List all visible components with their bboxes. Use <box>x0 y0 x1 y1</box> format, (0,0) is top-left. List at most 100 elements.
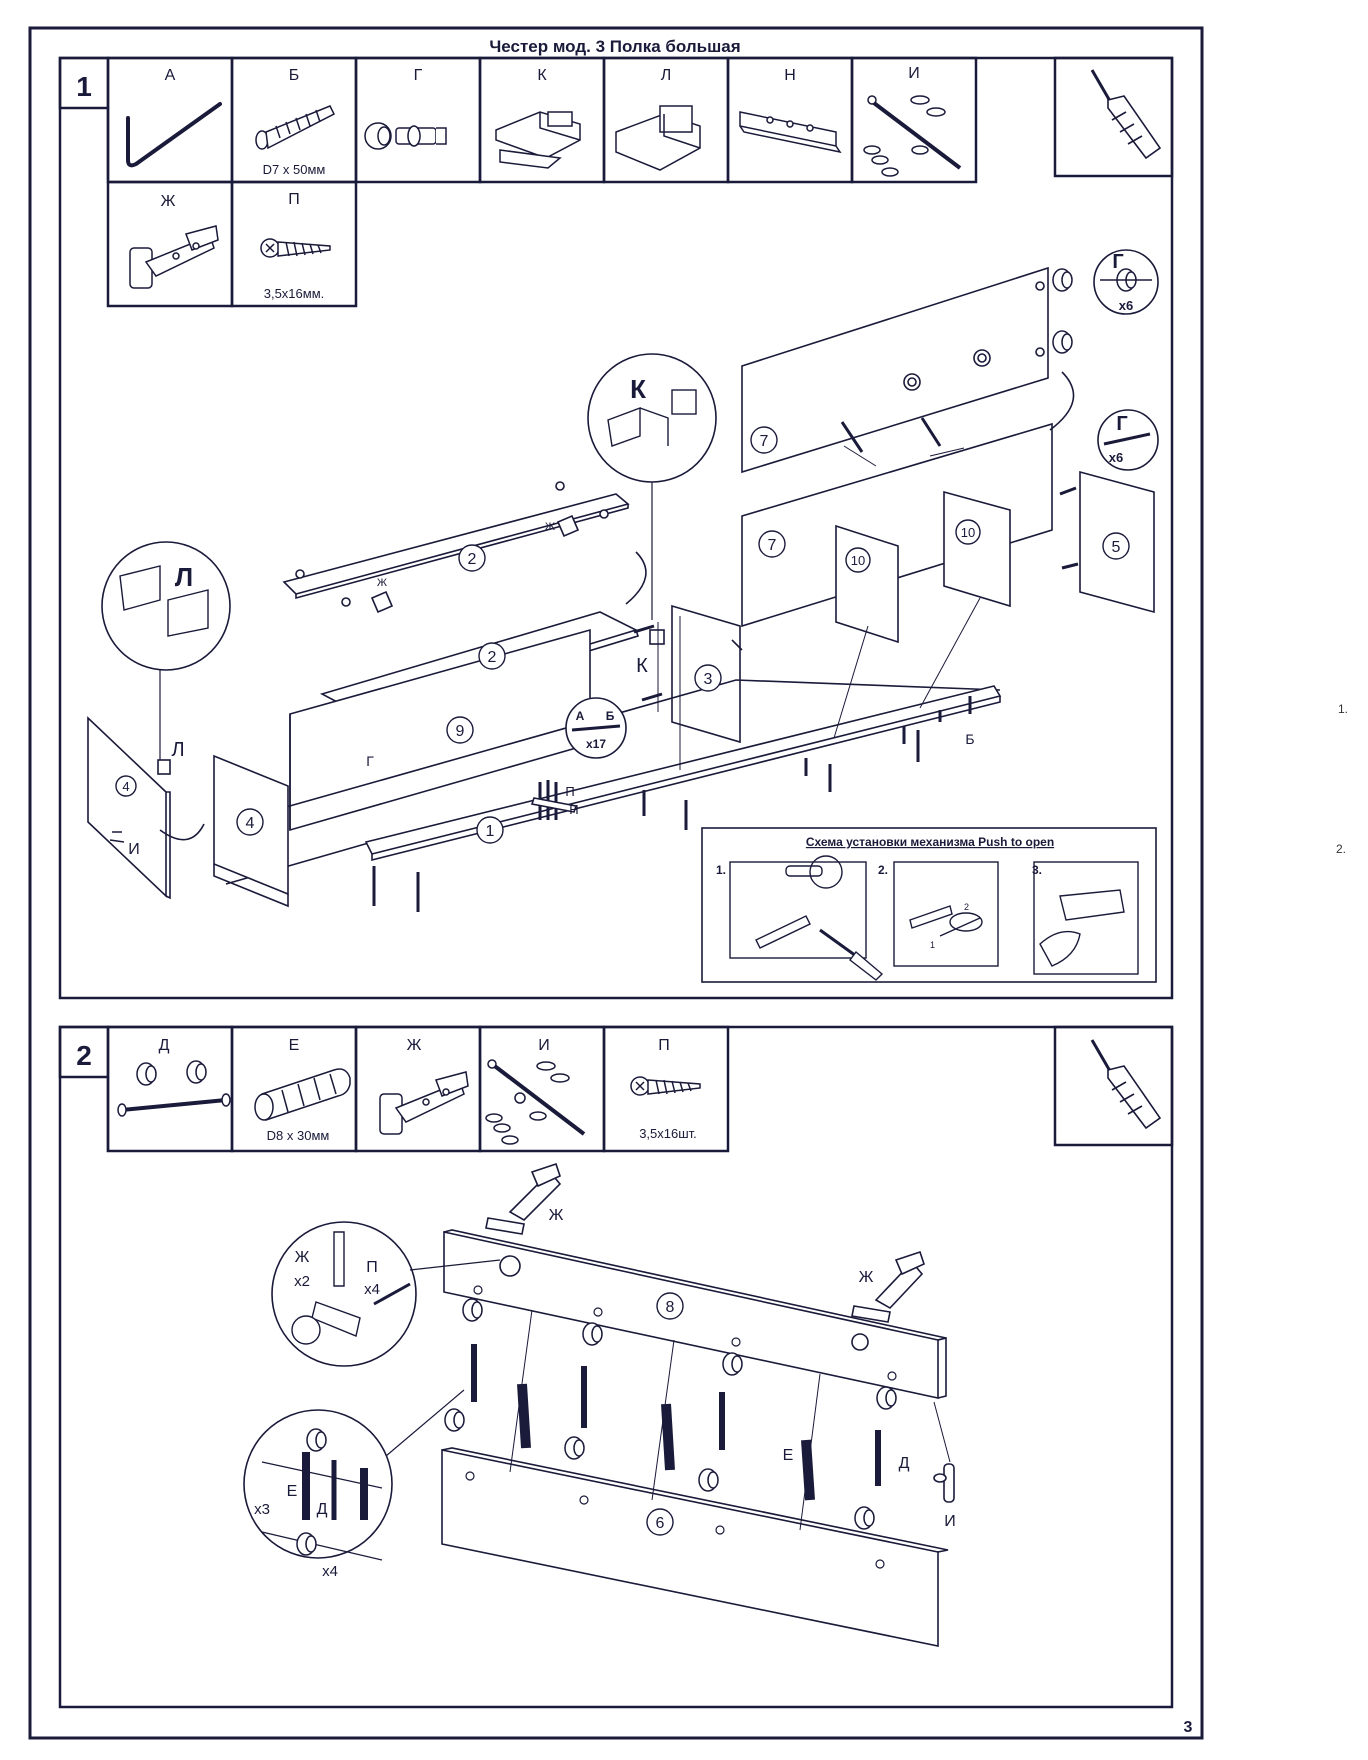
label-zh-right: Ж <box>859 1269 874 1286</box>
svg-text:x4: x4 <box>364 1281 380 1298</box>
svg-text:Г: Г <box>1116 413 1127 435</box>
push-step-1-drawing <box>755 855 884 981</box>
step1-number: 1 <box>76 71 92 102</box>
label-g-small: Г <box>366 753 374 769</box>
push-step-1: 1. <box>716 863 726 877</box>
step2-number: 2 <box>76 1040 92 1071</box>
push-to-open-icon <box>863 95 962 177</box>
svg-text:7: 7 <box>760 433 769 450</box>
label-i: И <box>944 1513 956 1530</box>
label-l-small: Л <box>171 739 184 761</box>
label-b-small: Б <box>965 731 974 747</box>
svg-text:К: К <box>630 374 646 404</box>
panel-number-8: 8 <box>656 1292 684 1320</box>
svg-text:x17: x17 <box>586 737 606 751</box>
wood-screw-icon <box>260 238 331 258</box>
part-e-caption: D8 x 30мм <box>267 1128 330 1143</box>
push-step-3-drawing <box>1039 889 1125 967</box>
part-l-letter: Л <box>661 67 672 84</box>
svg-text:Г: Г <box>1112 251 1123 273</box>
label-i-small: И <box>128 841 140 858</box>
svg-text:9: 9 <box>456 723 465 740</box>
push-to-open-icon <box>485 1059 586 1145</box>
step2-drawing <box>441 1162 955 1647</box>
panel-number-5: 5 <box>1102 532 1130 560</box>
part-i-letter: И <box>908 65 920 82</box>
panel-number-10-right: 10 <box>955 519 981 545</box>
page-frame <box>28 26 1204 1740</box>
part-zh-letter: Ж <box>161 193 176 210</box>
plate-icon <box>739 111 842 154</box>
label-zh-left: Ж <box>549 1207 564 1224</box>
svg-text:1: 1 <box>486 823 495 840</box>
svg-text:Д: Д <box>317 1501 328 1518</box>
svg-text:1: 1 <box>930 940 935 950</box>
panel-10-left <box>835 524 899 644</box>
step2-frame <box>58 1025 1174 1709</box>
panel-number-7-middle: 7 <box>758 530 786 558</box>
push-step-2: 2. <box>878 863 888 877</box>
panel-number-1: 1 <box>476 816 504 844</box>
callout-k: К <box>587 353 717 620</box>
svg-text:10: 10 <box>961 525 975 540</box>
side-note-2: 2. <box>1336 842 1347 856</box>
allen-key-icon <box>126 102 222 168</box>
panel-6 <box>441 1449 939 1647</box>
panel-7-top <box>741 266 1049 474</box>
svg-text:2: 2 <box>488 649 497 666</box>
svg-text:x4: x4 <box>322 1563 338 1580</box>
hinge-icon <box>379 1071 469 1135</box>
part-zh2-letter: Ж <box>407 1037 422 1054</box>
part-p-caption: 3,5х16мм. <box>264 286 325 301</box>
callout-cam: Е Д x3 x4 <box>243 1389 465 1580</box>
part-e-letter: Е <box>289 1037 300 1054</box>
panel-number-7-top: 7 <box>750 426 778 454</box>
step1-drawing <box>87 266 1155 912</box>
push-to-open-title: Схема установки механизма Push to open <box>806 835 1054 849</box>
step1-tool-box <box>1053 56 1174 178</box>
label-p-small: П <box>565 784 574 799</box>
dowel-icon <box>254 1068 351 1121</box>
cam-lock-icon <box>364 122 447 150</box>
callout-g-top: Г x6 <box>1093 249 1159 315</box>
panel-7-middle <box>741 422 1053 628</box>
svg-text:4: 4 <box>246 815 255 832</box>
panel-number-2-lower: 2 <box>478 642 506 670</box>
label-e: Е <box>783 1447 794 1464</box>
callout-g-mid: Г x6 <box>1097 409 1159 471</box>
callout-l: Л <box>101 541 231 760</box>
push-step-3: 3. <box>1032 863 1042 877</box>
wall-hanger-icon <box>615 105 701 171</box>
step2-tool-box <box>1053 1025 1174 1147</box>
svg-text:x2: x2 <box>294 1273 310 1290</box>
svg-text:3: 3 <box>704 671 713 688</box>
part-n-letter: Н <box>784 67 796 84</box>
panel-number-3: 3 <box>694 664 722 692</box>
step2-parts-table <box>106 1025 730 1153</box>
step1-parts-table <box>106 56 978 308</box>
svg-text:Б: Б <box>606 709 615 723</box>
hinge-icon <box>129 225 219 289</box>
svg-text:Ж: Ж <box>295 1249 310 1266</box>
push-step-2-drawing: 2 1 <box>909 902 983 950</box>
page-number: 3 <box>1184 1719 1193 1736</box>
confirmat-screw-icon <box>255 105 336 150</box>
part-p2-caption: 3,5х16шт. <box>639 1126 697 1141</box>
part-p2-letter: П <box>658 1037 670 1054</box>
callout-ab: А Б x17 <box>565 697 627 759</box>
svg-text:Е: Е <box>287 1483 298 1500</box>
part-p-letter: П <box>288 191 300 208</box>
label-d: Д <box>899 1455 910 1472</box>
part-i2-letter: И <box>538 1037 550 1054</box>
panel-10-right <box>943 490 1011 608</box>
svg-text:x6: x6 <box>1109 450 1123 465</box>
cam-bolt-icon <box>117 1060 231 1117</box>
label-zh-2: Ж <box>377 577 387 589</box>
panel-number-4-right: 4 <box>236 808 264 836</box>
svg-text:x6: x6 <box>1119 298 1133 313</box>
label-zh-1: Ж <box>545 521 555 533</box>
panel-number-9: 9 <box>446 716 474 744</box>
svg-text:2: 2 <box>964 902 969 912</box>
svg-text:8: 8 <box>666 1299 675 1316</box>
panel-2-top <box>282 493 630 595</box>
